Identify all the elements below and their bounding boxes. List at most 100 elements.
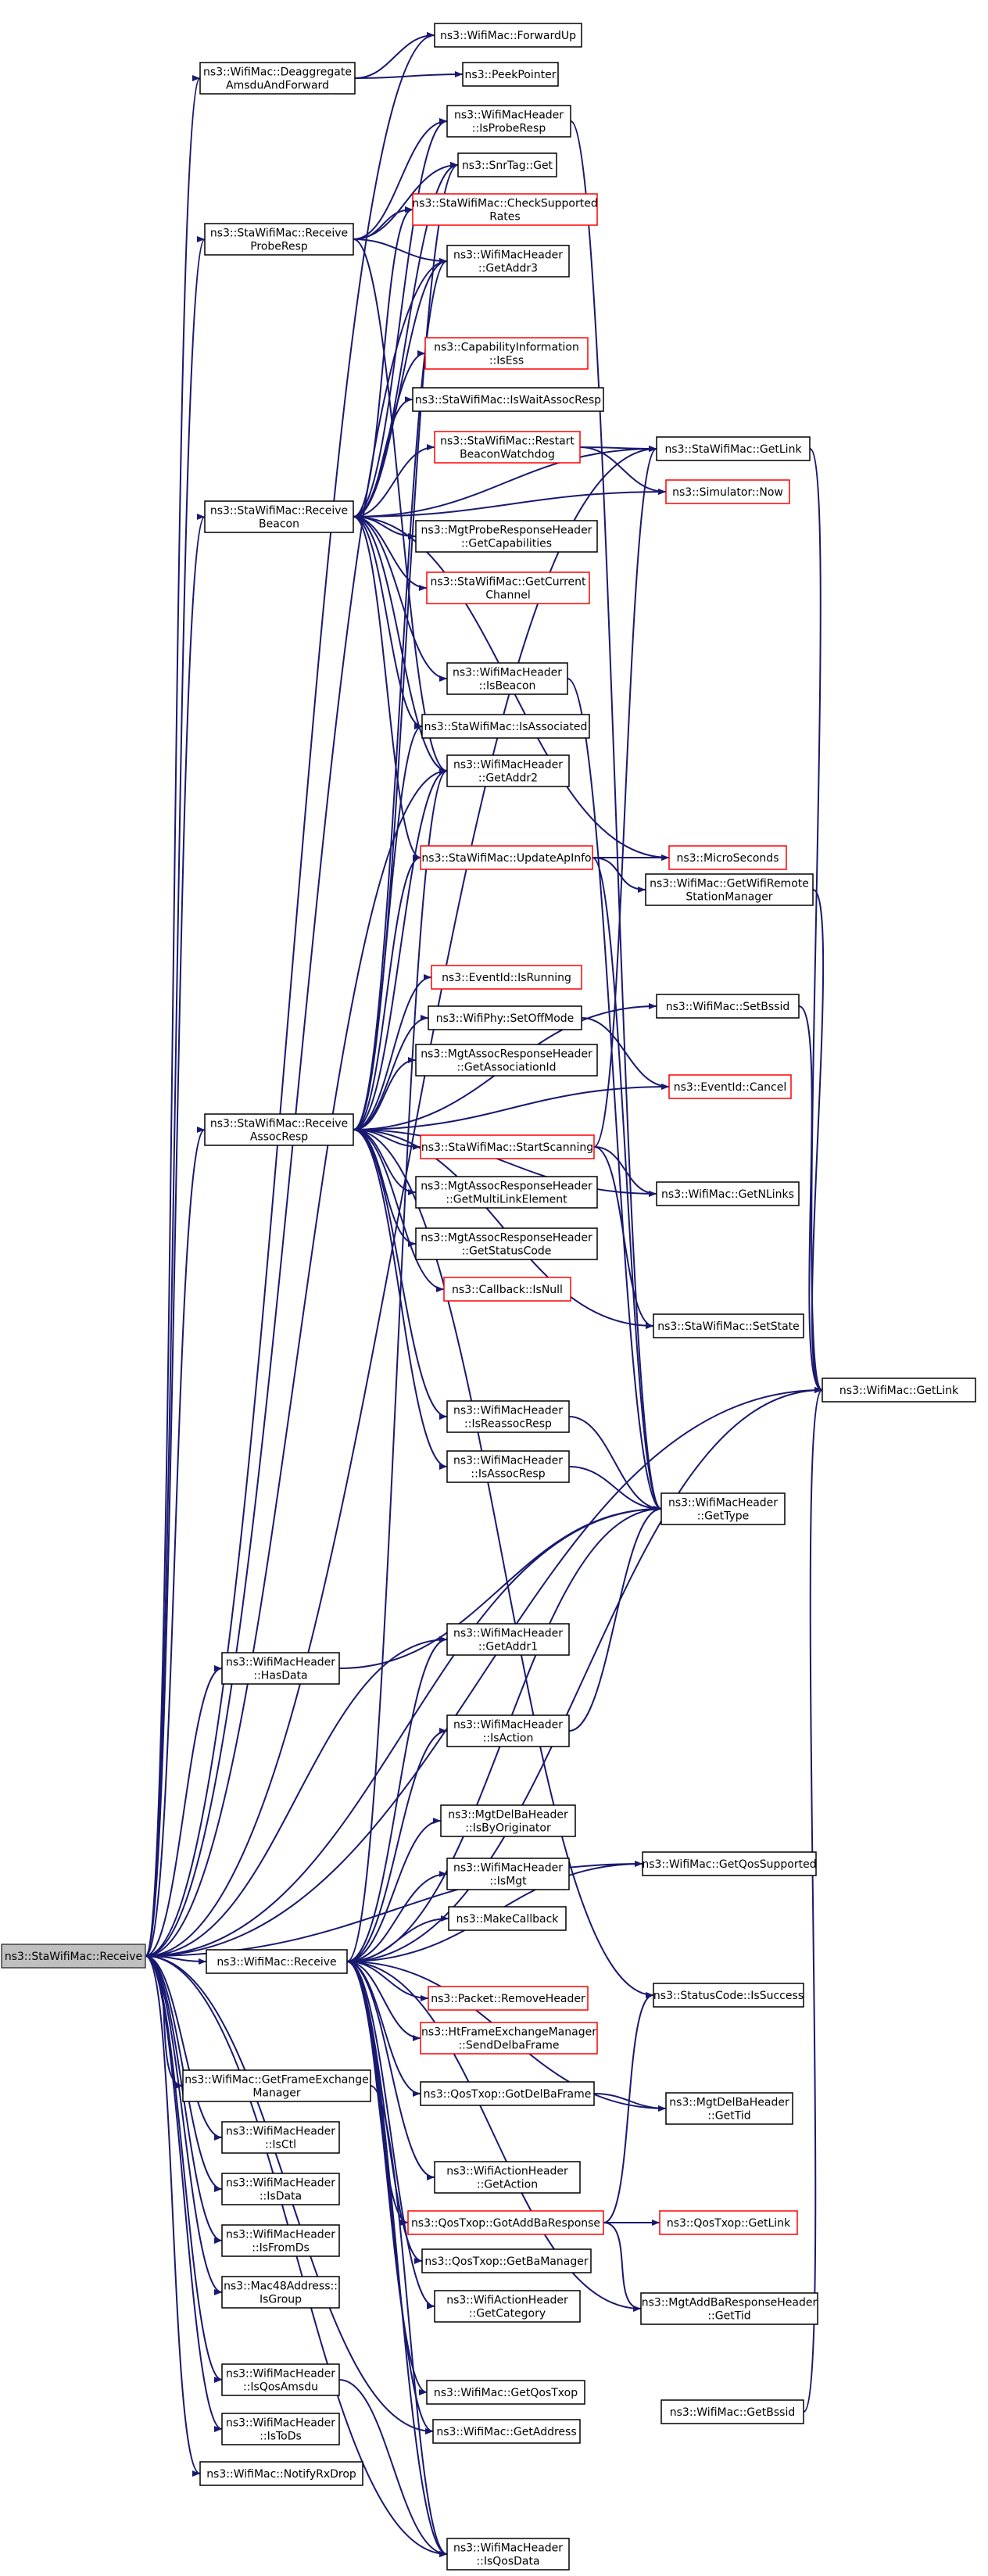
node-getqossupported[interactable]: ns3::WifiMac::GetQosSupported [642, 1851, 817, 1876]
node-label: ns3::WifiMacHeader [226, 1657, 335, 1669]
arrowhead-icon [455, 71, 463, 77]
node-makecallback[interactable]: ns3::MakeCallback [448, 1906, 567, 1931]
node-snrtagget[interactable]: ns3::SnrTag::Get [457, 152, 557, 177]
node-microseconds[interactable]: ns3::MicroSeconds [668, 845, 787, 870]
node-getassociationid[interactable]: ns3::MgtAssocResponseHeader::GetAssociat… [415, 1044, 598, 1077]
node-getbssid[interactable]: ns3::WifiMac::GetBssid [660, 2399, 804, 2424]
node-eventcancel[interactable]: ns3::EventId::Cancel [668, 1074, 792, 1099]
call-edge-wifimacreceive-to-isqosdata [346, 1961, 448, 2555]
node-isproberesp[interactable]: ns3::WifiMacHeader::IsProbeResp [446, 105, 571, 138]
node-getcapabilities[interactable]: ns3::MgtProbeResponseHeader::GetCapabili… [415, 520, 598, 553]
node-label: ns3::StaWifiMac::Receive [210, 228, 348, 240]
node-label: ns3::WifiMacHeader [453, 1628, 563, 1640]
node-isaction[interactable]: ns3::WifiMacHeader::IsAction [446, 1714, 570, 1747]
node-label: ns3::WifiMac::GetBssid [670, 2406, 795, 2419]
node-gotdelbaframe[interactable]: ns3::QosTxop::GotDelBaFrame [420, 2081, 595, 2106]
node-startscanning[interactable]: ns3::StaWifiMac::StartScanning [420, 1134, 595, 1159]
call-edge-startscanning-to-stagetlink [593, 448, 657, 1148]
node-box [434, 23, 582, 48]
arrowhead-icon [658, 2105, 666, 2112]
node-forwardup[interactable]: ns3::WifiMac::ForwardUp [434, 23, 582, 48]
call-edge-root-to-hasdata [145, 1668, 223, 1957]
node-notifyrxdrop[interactable]: ns3::WifiMac::NotifyRxDrop [199, 2461, 363, 2486]
node-label: ns3::HtFrameExchangeManager [421, 2026, 596, 2039]
node-isreassocresp[interactable]: ns3::WifiMacHeader::IsReassocResp [446, 1400, 570, 1433]
node-label: ::GetAddr2 [478, 772, 538, 785]
node-isbyoriginator[interactable]: ns3::MgtDelBaHeader::IsByOriginator [440, 1804, 576, 1837]
arrowhead-icon [421, 1015, 428, 1021]
node-setoffmode[interactable]: ns3::WifiPhy::SetOffMode [428, 1005, 582, 1030]
node-label: ::HasData [253, 1670, 307, 1682]
node-setstate[interactable]: ns3::StaWifiMac::SetState [653, 1313, 804, 1338]
node-updateapinfo[interactable]: ns3::StaWifiMac::UpdateApInfo [420, 845, 593, 870]
node-eventisrunning[interactable]: ns3::EventId::IsRunning [431, 965, 582, 990]
node-getqostxop[interactable]: ns3::WifiMac::GetQosTxop [426, 2380, 585, 2405]
call-edge-recvproberesp-to-getaddr3 [353, 238, 448, 262]
node-isassociated[interactable]: ns3::StaWifiMac::IsAssociated [421, 714, 590, 739]
call-edge-recvbeacon-to-isproberesp [353, 120, 448, 518]
node-issuccess[interactable]: ns3::StatusCode::IsSuccess [653, 1983, 804, 2008]
node-gotaddbaresponse[interactable]: ns3::QosTxop::GotAddBaResponse [407, 2210, 604, 2235]
node-getaddr1[interactable]: ns3::WifiMacHeader::GetAddr1 [446, 1623, 570, 1656]
node-isqosdata[interactable]: ns3::WifiMacHeader::IsQosData [446, 2538, 570, 2571]
node-iswaitassocresp[interactable]: ns3::StaWifiMac::IsWaitAssocResp [412, 387, 604, 412]
node-getstatuscode[interactable]: ns3::MgtAssocResponseHeader::GetStatusCo… [415, 1227, 598, 1260]
node-gettype[interactable]: ns3::WifiMacHeader::GetType [660, 1492, 786, 1525]
node-label: ::IsBeacon [479, 680, 536, 693]
node-box [182, 2069, 371, 2102]
node-getbamanager[interactable]: ns3::QosTxop::GetBaManager [421, 2248, 592, 2273]
node-addbagettid[interactable]: ns3::MgtAddBaResponseHeader::GetTid [640, 2292, 818, 2325]
node-isfromds[interactable]: ns3::WifiMacHeader::IsFromDs [221, 2224, 340, 2257]
node-getnlinks[interactable]: ns3::WifiMac::GetNLinks [656, 1181, 800, 1206]
node-getmultilink[interactable]: ns3::MgtAssocResponseHeader::GetMultiLin… [415, 1176, 598, 1209]
call-edge-root-to-recvbeacon [145, 516, 206, 1957]
node-getaddr3[interactable]: ns3::WifiMacHeader::GetAddr3 [446, 245, 570, 278]
node-ismgt[interactable]: ns3::WifiMacHeader::IsMgt [446, 1858, 570, 1890]
node-getcategory[interactable]: ns3::WifiActionHeader::GetCategory [434, 2290, 581, 2323]
node-box [426, 2380, 585, 2405]
node-qostxopgetlink[interactable]: ns3::QosTxop::GetLink [659, 2210, 798, 2235]
node-peekpointer[interactable]: ns3::PeekPointer [462, 62, 559, 87]
node-istods[interactable]: ns3::WifiMacHeader::IsToDs [221, 2413, 340, 2445]
arrowhead-icon [427, 32, 435, 38]
node-box [428, 1005, 582, 1030]
node-isqosamsdu[interactable]: ns3::WifiMacHeader::IsQosAmsdu [221, 2363, 340, 2396]
node-callbackisnull[interactable]: ns3::Callback::IsNull [443, 1277, 571, 1302]
node-box [432, 2419, 581, 2444]
node-isctl[interactable]: ns3::WifiMacHeader::IsCtl [221, 2121, 340, 2154]
node-capinfoisess[interactable]: ns3::CapabilityInformation::IsEss [424, 337, 589, 370]
node-senddelbaframe[interactable]: ns3::HtFrameExchangeManager::SendDelbaFr… [420, 2022, 598, 2055]
node-box [426, 571, 590, 604]
node-wifimacgetlink[interactable]: ns3::WifiMac::GetLink [822, 1378, 976, 1403]
node-getaction[interactable]: ns3::WifiActionHeader::GetAction [434, 2161, 581, 2194]
node-isbeacon[interactable]: ns3::WifiMacHeader::IsBeacon [446, 662, 568, 695]
node-stagetlink[interactable]: ns3::StaWifiMac::GetLink [656, 436, 811, 461]
node-box [446, 1400, 570, 1433]
node-hasdata[interactable]: ns3::WifiMacHeader::HasData [221, 1652, 340, 1685]
node-box [656, 994, 800, 1019]
call-edge-wifimacreceive-to-getcategory [346, 1961, 435, 2307]
node-isdata[interactable]: ns3::WifiMacHeader::IsData [221, 2173, 340, 2205]
node-isgroup[interactable]: ns3::Mac48Address::IsGroup [221, 2276, 340, 2309]
node-getaddr2[interactable]: ns3::WifiMacHeader::GetAddr2 [446, 754, 570, 787]
node-label: ns3::QosTxop::GotAddBaResponse [411, 2217, 600, 2230]
node-wifimacreceive[interactable]: ns3::WifiMac::Receive [206, 1949, 348, 1974]
node-setbssid[interactable]: ns3::WifiMac::SetBssid [656, 994, 800, 1019]
node-getaddress[interactable]: ns3::WifiMac::GetAddress [432, 2419, 581, 2444]
node-isassocresp[interactable]: ns3::WifiMacHeader::IsAssocResp [446, 1450, 570, 1483]
node-label: ns3::StaWifiMac::CheckSupported [412, 198, 597, 210]
node-getwifiremote[interactable]: ns3::WifiMac::GetWifiRemoteStationManage… [645, 873, 814, 906]
node-root[interactable]: ns3::StaWifiMac::Receive [1, 1944, 146, 1969]
node-removeheader[interactable]: ns3::Packet::RemoveHeader [428, 1986, 589, 2011]
node-label: ns3::StaWifiMac::SetState [657, 1320, 800, 1333]
node-simnow[interactable]: ns3::Simulator::Now [665, 479, 790, 504]
node-delbagettid[interactable]: ns3::MgtDelBaHeader::GetTid [665, 2092, 793, 2125]
